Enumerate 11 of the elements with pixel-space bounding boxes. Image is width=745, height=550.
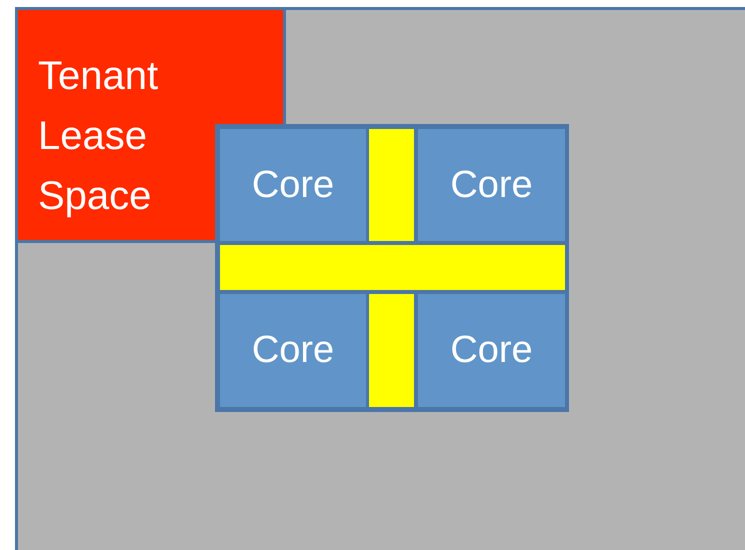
room-label: Core: [252, 328, 334, 373]
room-label: Core: [252, 162, 334, 208]
core-room: [418, 294, 565, 407]
room-label: Core: [450, 328, 533, 373]
floor-plate: [15, 7, 745, 550]
tenant-lease-space: [18, 10, 215, 243]
core-room: [220, 129, 366, 241]
room-label: Tenant Lease Space: [38, 53, 160, 220]
core-room: [418, 129, 565, 241]
room-label: Core: [450, 162, 533, 208]
core-room: [220, 294, 366, 407]
